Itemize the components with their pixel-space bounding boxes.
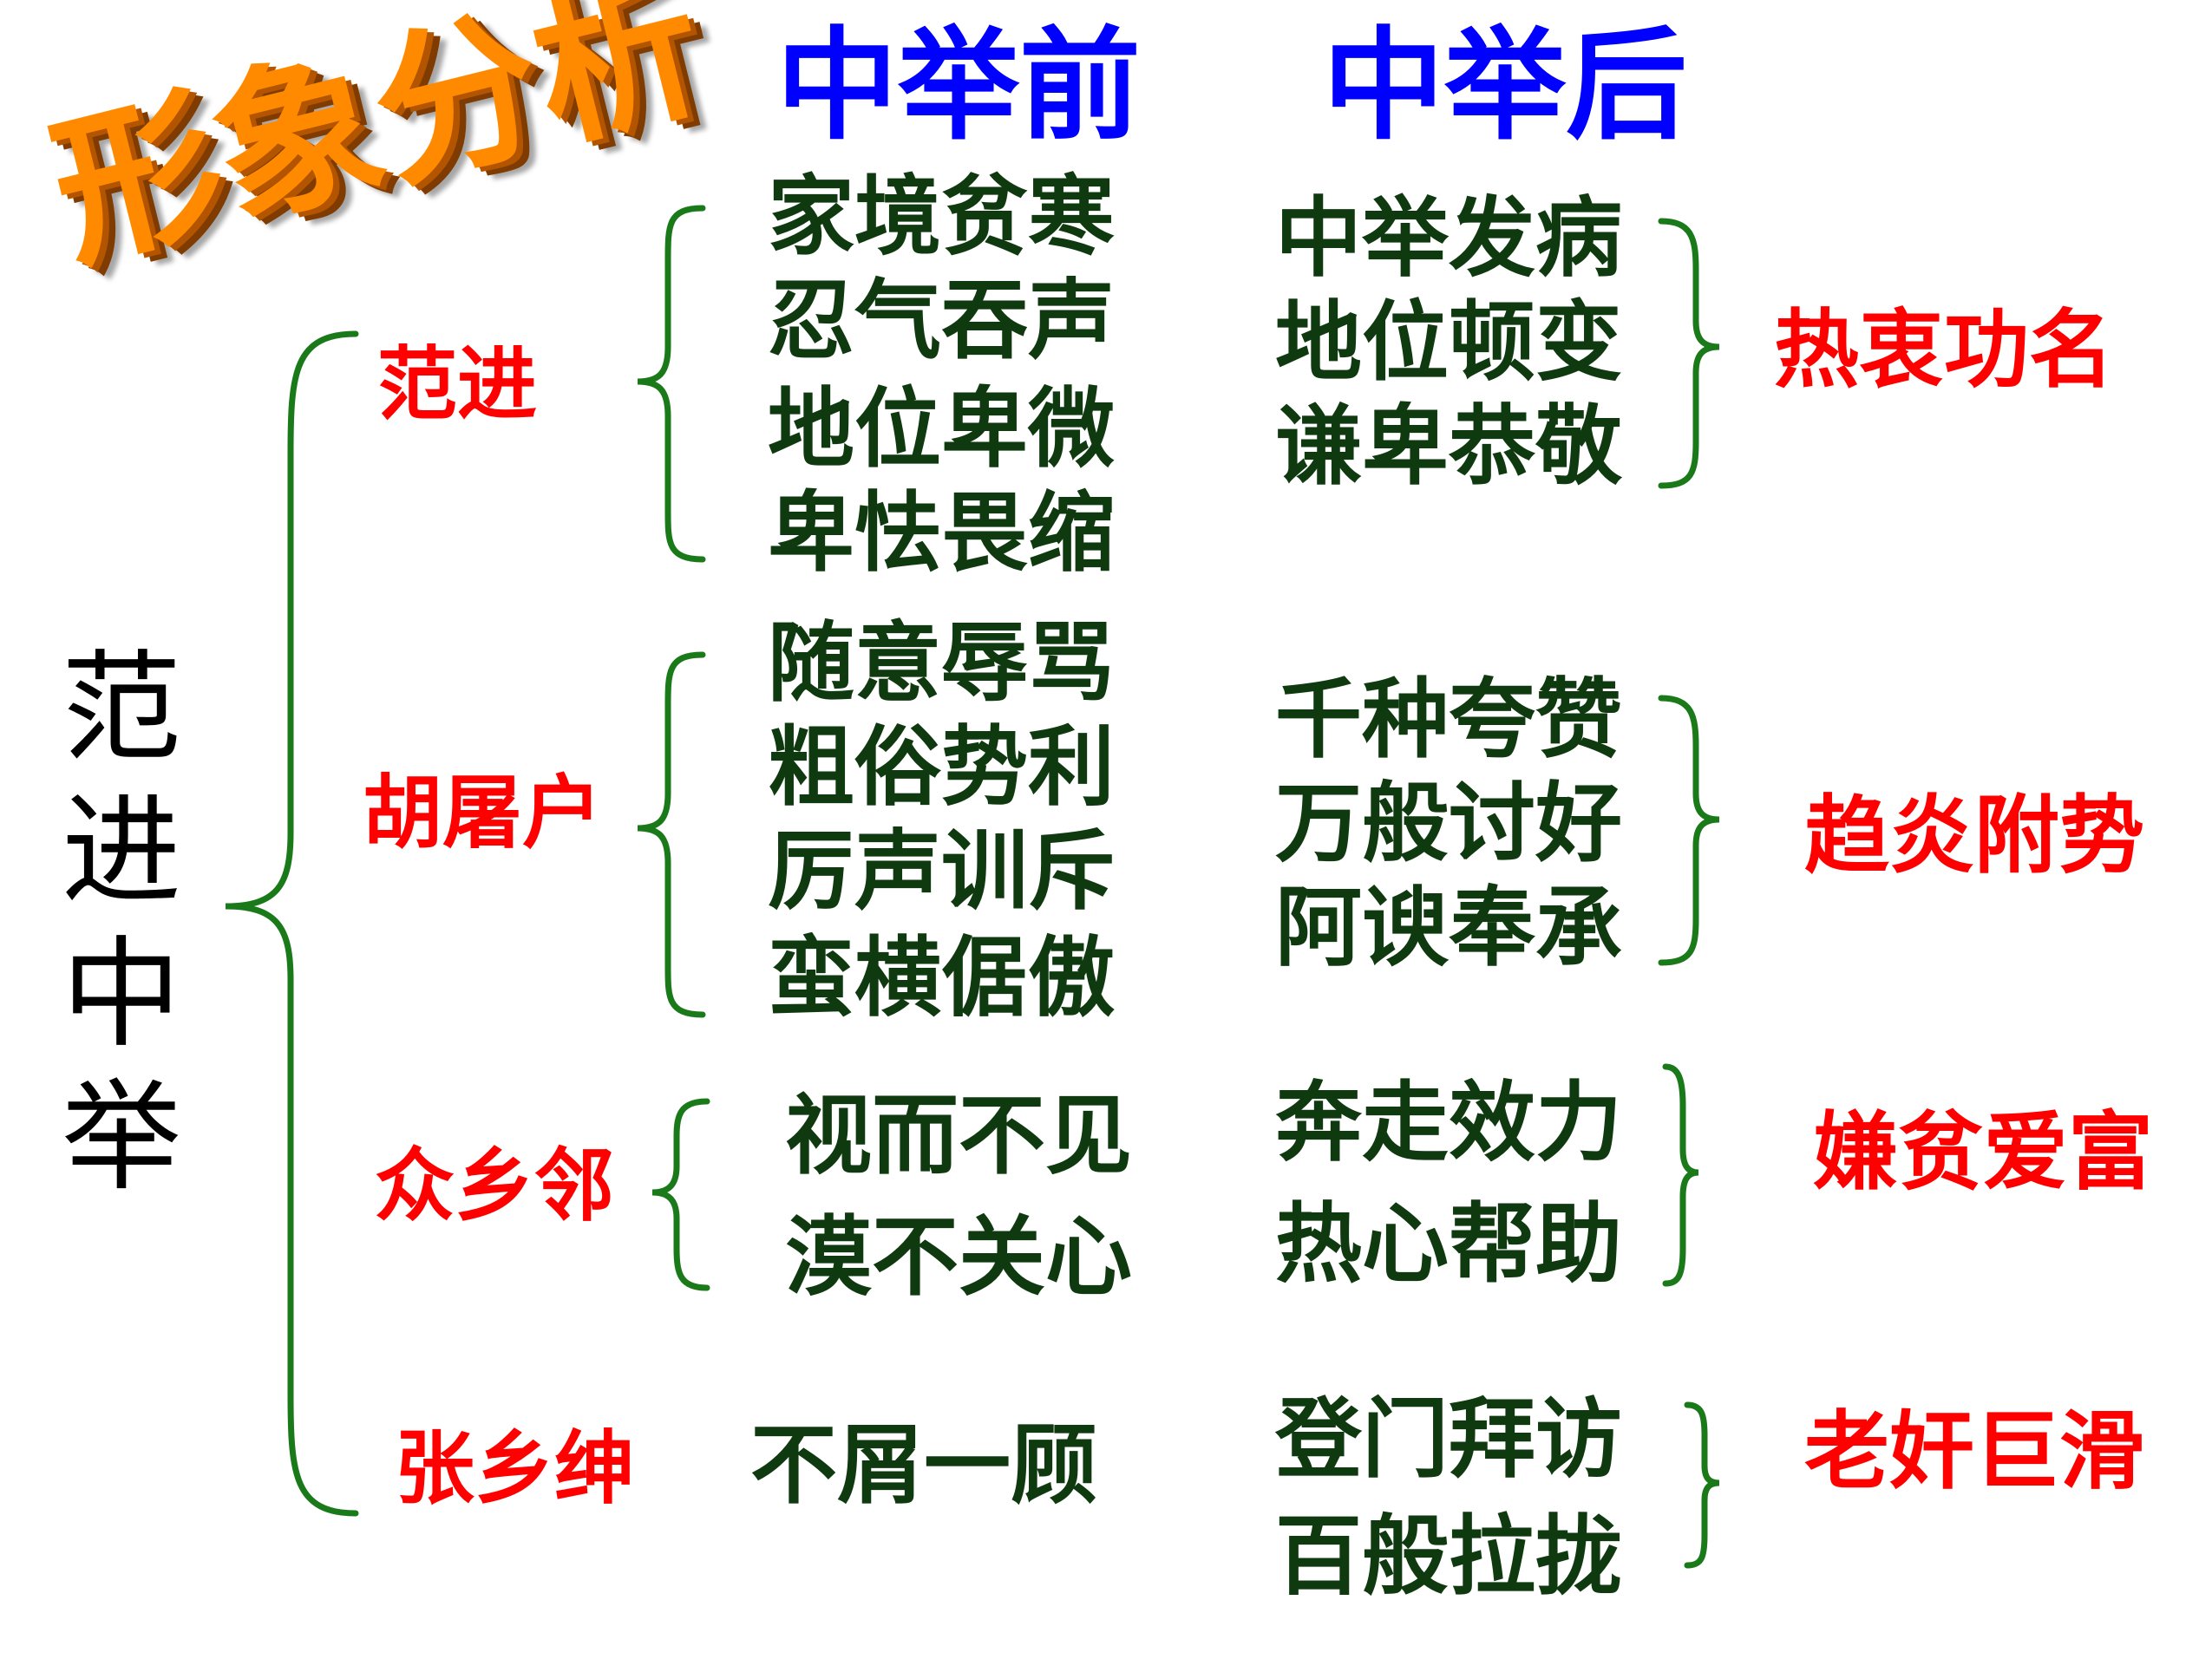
group-name-hutuhu: 胡屠户 xyxy=(363,767,603,859)
zhangxiangshen-after-item: 登门拜访 xyxy=(1275,1388,1622,1490)
fanjin-after-item: 中举发病 xyxy=(1275,187,1622,289)
zhongxianglin-before-brace xyxy=(651,1098,710,1291)
root-char: 举 xyxy=(61,1068,181,1207)
group-name-fanjin: 范进 xyxy=(377,338,538,431)
zhangxiangshen-summary: 老奸巨滑 xyxy=(1804,1402,2145,1501)
root-label: 范 进 中 举 xyxy=(56,649,187,1221)
zhangxiangshen-after-item: 百般拉拢 xyxy=(1275,1506,1622,1607)
zhangxiangshen-before-item: 不屑一顾 xyxy=(750,1414,1097,1516)
fanjin-before-brace xyxy=(637,205,706,563)
fanjin-after-item: 地位顿变 xyxy=(1275,291,1622,393)
hutuhu-summary: 趋炎附势 xyxy=(1804,787,2145,885)
hutuhu-before-item: 蛮横倨傲 xyxy=(768,927,1115,1029)
hutuhu-before-item: 随意辱骂 xyxy=(768,612,1115,714)
zhongxianglin-before-item: 漠不关心 xyxy=(785,1206,1132,1308)
zhongxianglin-after-brace xyxy=(1662,1063,1699,1287)
fanjin-summary: 热衷功名 xyxy=(1774,301,2115,400)
hutuhu-before-brace xyxy=(637,651,706,1018)
header-after: 中举后 xyxy=(1323,16,1688,157)
fanjin-after-item: 谦卑恭敬 xyxy=(1275,395,1622,497)
root-char: 范 xyxy=(61,638,181,778)
zhangxiangshen-after-brace xyxy=(1684,1401,1720,1569)
header-before: 中举前 xyxy=(776,16,1142,157)
zhongxianglin-before-item: 视而不见 xyxy=(785,1085,1132,1186)
root-brace xyxy=(225,330,359,1517)
fanjin-before-item: 地位卑微 xyxy=(768,378,1115,480)
zhongxianglin-summary: 嫌贫爱富 xyxy=(1813,1103,2154,1202)
zhongxianglin-after-item: 奔走效力 xyxy=(1275,1072,1622,1173)
root-char: 中 xyxy=(61,924,181,1064)
fanjin-after-brace xyxy=(1658,218,1720,489)
hutuhu-after-item: 千种夸赞 xyxy=(1275,669,1622,770)
hutuhu-before-item: 粗俗势利 xyxy=(768,716,1115,818)
fanjin-before-item: 家境贫寒 xyxy=(768,166,1115,267)
group-name-zhangxiangshen: 张乡绅 xyxy=(395,1422,635,1515)
fanjin-before-item: 忍气吞声 xyxy=(768,270,1115,371)
group-name-zhongxianglin: 众乡邻 xyxy=(375,1140,615,1232)
root-char: 进 xyxy=(61,781,181,921)
hutuhu-after-item: 阿谀奉承 xyxy=(1275,877,1622,978)
hutuhu-after-item: 万般讨好 xyxy=(1275,773,1622,874)
zhongxianglin-after-item: 热心帮助 xyxy=(1275,1193,1622,1295)
hutuhu-before-item: 厉声训斥 xyxy=(768,820,1115,922)
hutuhu-after-brace xyxy=(1658,695,1720,966)
fanjin-before-item: 卑怯畏缩 xyxy=(768,482,1115,584)
